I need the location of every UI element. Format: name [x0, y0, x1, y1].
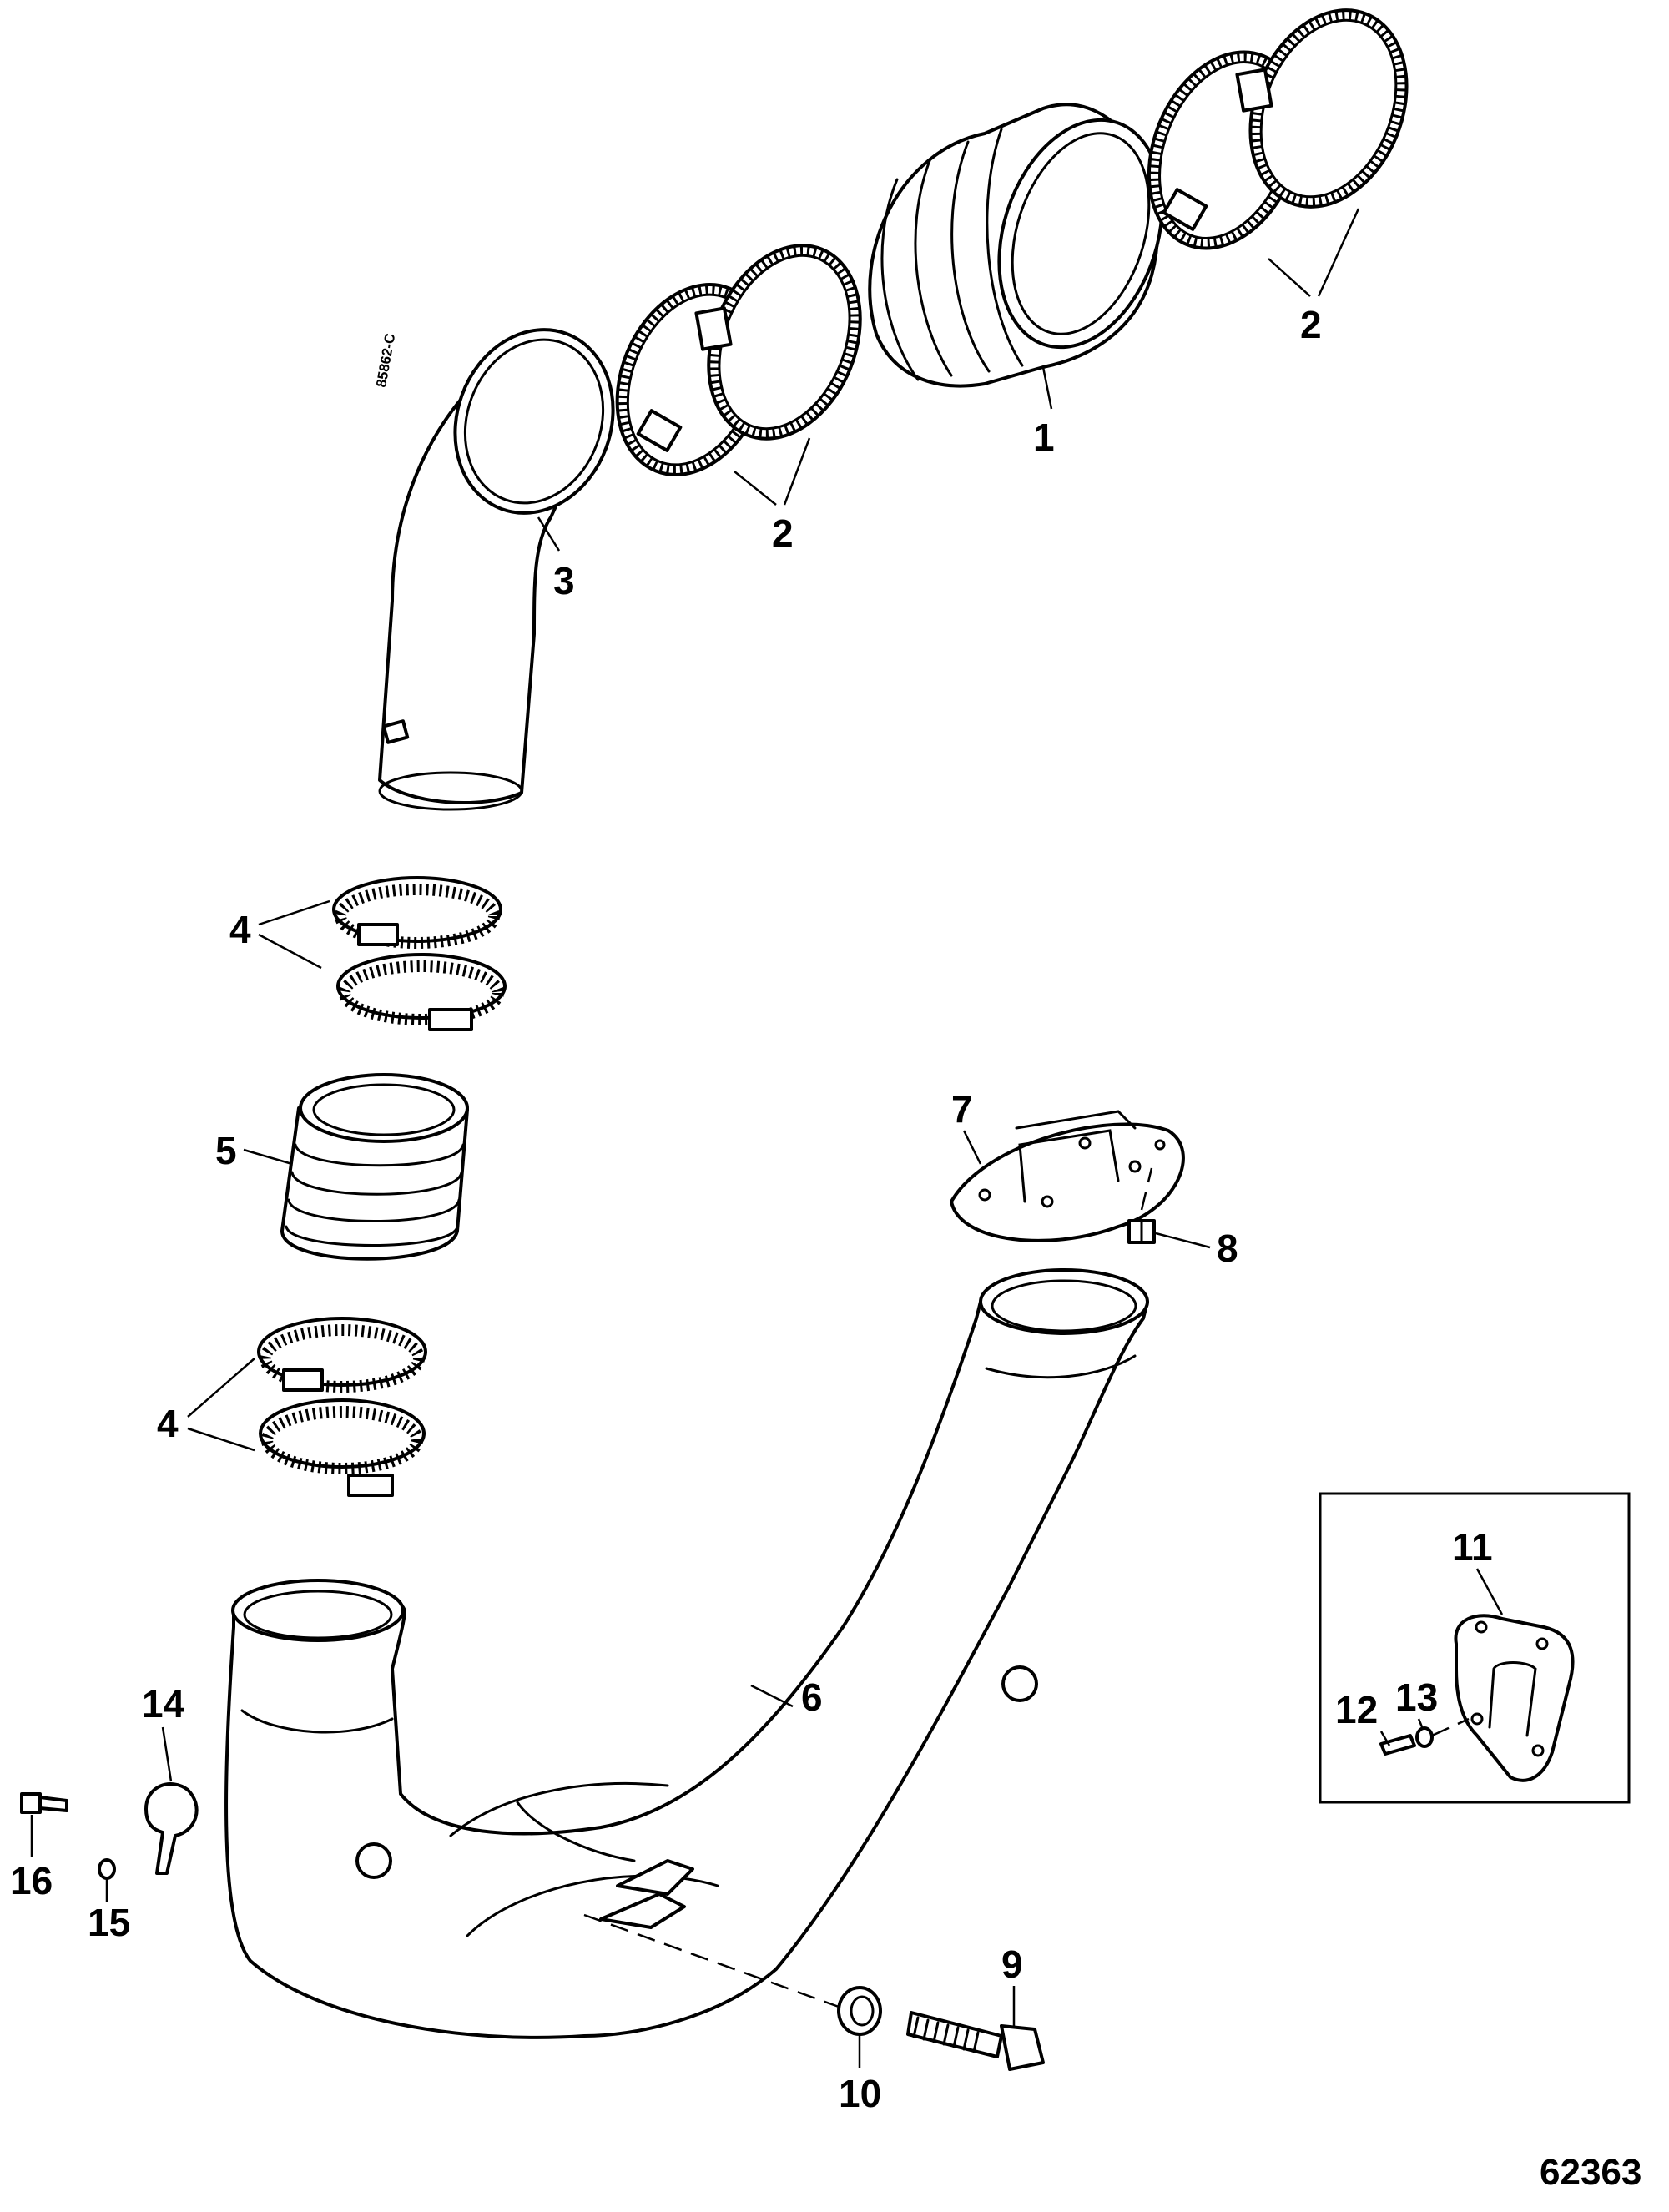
- callout-2-right: 2: [1300, 303, 1322, 346]
- callout-6: 6: [801, 1675, 823, 1719]
- part-3-elbow-pipe: 85862-C: [373, 328, 615, 811]
- part-5-bellows-hose: [280, 1073, 469, 1261]
- inset-detail-box: [1319, 1492, 1631, 1804]
- part-9-bolt: [906, 2011, 1045, 2071]
- part-15-small-washer: [98, 1858, 116, 1880]
- callout-12: 12: [1335, 1688, 1378, 1731]
- callout-labels: 1 2 2 3 4 5 4 6 7 8 9 10 11 12 13 14 15 …: [10, 303, 1493, 2115]
- part-8-small-block: [1127, 1219, 1156, 1244]
- part-1-bellows: [868, 103, 1164, 388]
- callout-2-left: 2: [772, 511, 794, 555]
- callout-14: 14: [142, 1682, 185, 1726]
- callout-15: 15: [88, 1901, 130, 1944]
- part-7-baffle-plate: [950, 1110, 1185, 1242]
- leader-lines: [30, 208, 1504, 2068]
- callout-16: 16: [10, 1859, 53, 1902]
- callout-9: 9: [1001, 1942, 1023, 1986]
- callout-8: 8: [1217, 1227, 1238, 1270]
- part-4-clamp-pair-upper: [332, 876, 507, 1031]
- pipe-part-stamp: 85862-C: [373, 332, 398, 389]
- callout-4-lower: 4: [157, 1402, 179, 1445]
- callout-7: 7: [951, 1087, 973, 1131]
- part-14-p-clip: [144, 1782, 199, 1875]
- part-13-washer: [1415, 1726, 1434, 1748]
- callout-1: 1: [1033, 416, 1055, 459]
- callout-4-upper: 4: [229, 908, 251, 951]
- part-2-clamp-pair-right: [1147, 8, 1409, 250]
- figure-number: 62363: [1540, 2152, 1641, 2193]
- part-2-clamp-pair-left: [615, 244, 862, 476]
- part-6-u-exhaust-pipe: [224, 1268, 1149, 2039]
- part-16-small-bolt: [20, 1792, 68, 1814]
- callout-5: 5: [215, 1129, 237, 1172]
- part-12-screw: [1379, 1734, 1416, 1756]
- callout-11: 11: [1452, 1525, 1493, 1569]
- callout-10: 10: [839, 2072, 881, 2115]
- part-11-gasket-plate: [1454, 1614, 1575, 1782]
- part-10-washer: [837, 1986, 882, 2036]
- part-4-clamp-pair-lower: [257, 1317, 427, 1497]
- callout-13: 13: [1395, 1675, 1438, 1719]
- callout-3: 3: [553, 559, 575, 602]
